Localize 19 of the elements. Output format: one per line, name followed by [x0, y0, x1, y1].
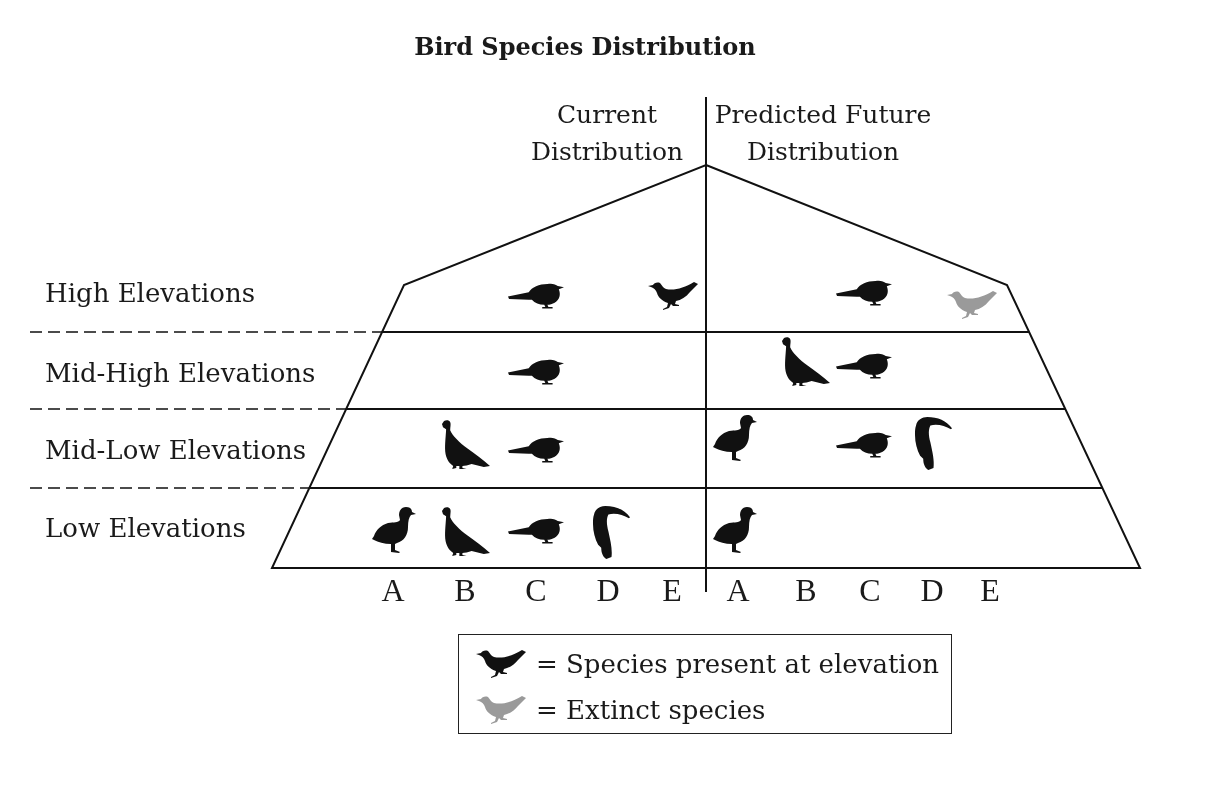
- legend-text: = Extinct species: [536, 694, 766, 726]
- row-label: Mid-Low Elevations: [45, 434, 307, 466]
- legend-text: = Species present at elevation: [536, 648, 940, 680]
- column-label: C: [859, 572, 881, 608]
- row-label: Mid-High Elevations: [45, 357, 316, 389]
- column-label: B: [454, 572, 476, 608]
- column-label: A: [726, 572, 750, 608]
- column-label: E: [980, 572, 1000, 608]
- column-label: E: [662, 572, 682, 608]
- column-label: A: [381, 572, 405, 608]
- column-label: D: [596, 572, 620, 608]
- row-label: Low Elevations: [45, 512, 246, 544]
- column-label: C: [525, 572, 547, 608]
- column-label: B: [795, 572, 817, 608]
- column-header: Predicted Future Distribution: [713, 99, 933, 168]
- column-label: D: [920, 572, 944, 608]
- chart-title: Bird Species Distribution: [414, 32, 756, 62]
- row-label: High Elevations: [45, 277, 256, 309]
- column-header: Current Distribution: [529, 99, 685, 168]
